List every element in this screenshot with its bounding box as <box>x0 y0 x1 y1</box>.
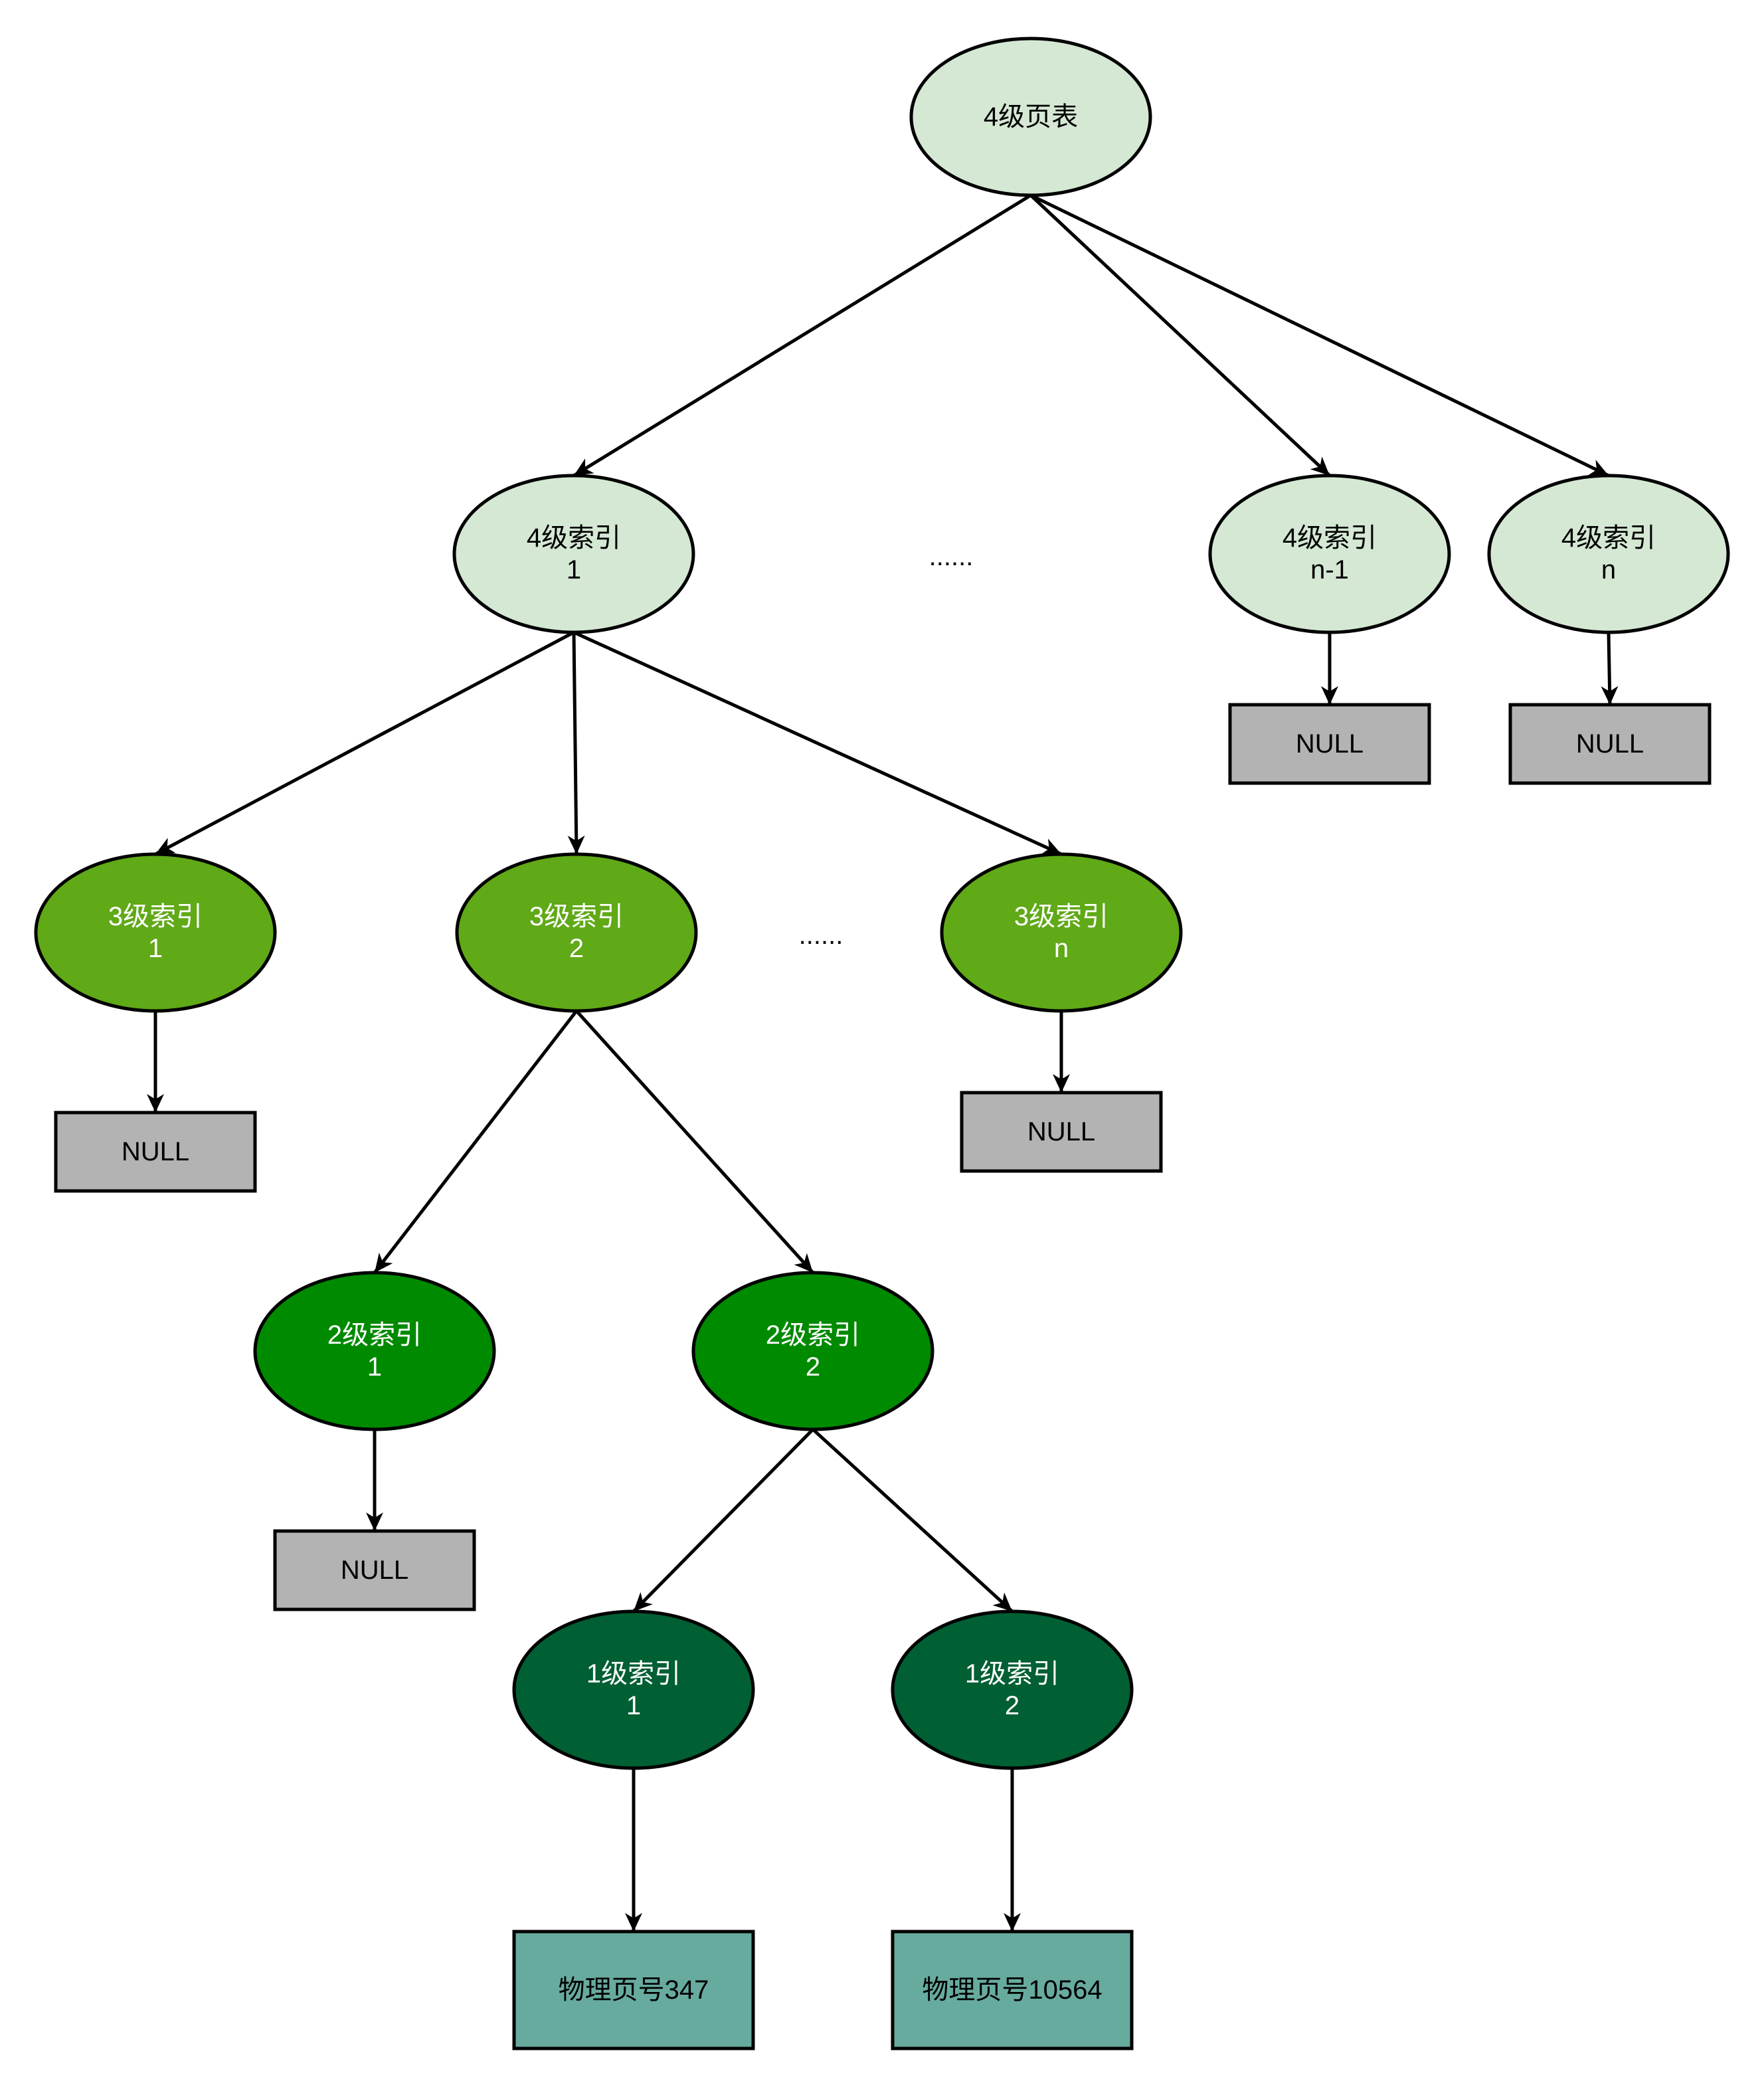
node-root: 4级页表 <box>909 37 1152 197</box>
node-l3-1: 3级索引 1 <box>34 852 277 1013</box>
level4-ellipsis: ...... <box>929 542 974 571</box>
edge-l4-1-to-l3-n-arrow <box>573 630 1063 856</box>
node-phys-10564-box <box>891 1930 1134 2050</box>
node-l3-2: 3级索引 2 <box>455 852 698 1013</box>
node-null-l2-1-box <box>273 1529 476 1611</box>
node-null-l4-n1-label: NULL <box>1296 729 1364 759</box>
node-l3-1-label-line-2: 1 <box>148 934 163 963</box>
node-null-l4-n1: NULL <box>1228 703 1431 785</box>
node-null-l3-n-label: NULL <box>1027 1117 1095 1146</box>
node-null-l4-n1-box <box>1228 703 1431 785</box>
node-l4-n1-label-line-1: 4级索引 <box>1282 523 1377 553</box>
node-phys-347-label: 物理页号347 <box>559 1975 709 2005</box>
nodes-layer: 4级页表4级索引14级索引n-14级索引n3级索引13级索引23级索引n2级索引… <box>34 37 1730 2050</box>
node-phys-10564-label: 物理页号10564 <box>922 1975 1102 2005</box>
node-l2-2-label-line-2: 2 <box>806 1352 820 1382</box>
node-null-l4-n: NULL <box>1508 703 1712 785</box>
node-null-l4-n-box <box>1508 703 1712 785</box>
edge-l3-2-to-l2-1-arrow <box>373 1010 578 1274</box>
node-null-l4-n-label: NULL <box>1576 729 1644 759</box>
edges-layer <box>147 193 1619 1932</box>
node-l3-1-ellipse <box>34 852 277 1013</box>
node-l2-2-ellipse <box>691 1271 934 1431</box>
node-l2-2-label-line-1: 2级索引 <box>766 1320 860 1350</box>
node-l1-1-label-line-2: 1 <box>626 1691 641 1720</box>
node-l2-1-label-line-2: 1 <box>367 1352 382 1382</box>
edge-l2-2-to-l1-2-arrow <box>812 1428 1014 1613</box>
node-l3-n-label-line-1: 3级索引 <box>1014 902 1108 931</box>
node-l4-n-label-line-1: 4级索引 <box>1561 523 1656 553</box>
node-l3-2-label-line-1: 3级索引 <box>529 902 624 931</box>
edge-l4-1-to-l3-1-arrow <box>154 630 575 856</box>
edge-l4-1-to-l3-2-arrow <box>567 632 585 855</box>
node-l3-1-label-line-1: 3级索引 <box>108 902 203 931</box>
node-null-l3-1-box <box>54 1111 257 1193</box>
level3-ellipsis: ...... <box>799 921 843 950</box>
node-l2-1-ellipse <box>253 1271 496 1431</box>
node-null-l3-n: NULL <box>960 1091 1163 1173</box>
node-l4-n-ellipse <box>1487 474 1730 634</box>
node-l3-n: 3级索引 n <box>940 852 1183 1013</box>
node-l1-1-label-line-1: 1级索引 <box>586 1659 681 1688</box>
node-l1-1: 1级索引 1 <box>512 1609 755 1770</box>
node-l1-2-ellipse <box>891 1609 1134 1770</box>
node-l3-2-label-line-2: 2 <box>569 934 584 963</box>
node-null-l3-1: NULL <box>54 1111 257 1193</box>
node-l3-n-ellipse <box>940 852 1183 1013</box>
node-l1-2-label-line-2: 2 <box>1005 1691 1019 1720</box>
edge-l4-n-to-null-l4-n-arrow <box>1601 632 1619 705</box>
node-null-l2-1: NULL <box>273 1529 476 1611</box>
node-l4-n-label-line-2: n <box>1601 555 1616 585</box>
node-l3-2-ellipse <box>455 852 698 1013</box>
node-root-label: 4级页表 <box>984 102 1078 132</box>
node-l1-1-ellipse <box>512 1609 755 1770</box>
node-l4-1-ellipse <box>452 474 695 634</box>
node-null-l2-1-label: NULL <box>341 1556 408 1585</box>
node-null-l3-n-box <box>960 1091 1163 1173</box>
node-l1-2: 1级索引 2 <box>891 1609 1134 1770</box>
edge-root-to-l4-n1-arrow <box>1029 194 1331 477</box>
node-l4-n1-label-line-2: n-1 <box>1310 555 1349 585</box>
node-phys-10564: 物理页号10564 <box>891 1930 1134 2050</box>
node-l4-1-label-line-1: 4级索引 <box>527 523 621 553</box>
edge-root-to-l4-1-arrow <box>573 193 1032 478</box>
node-phys-347-box <box>512 1930 755 2050</box>
node-phys-347: 物理页号347 <box>512 1930 755 2050</box>
node-root-ellipse <box>909 37 1152 197</box>
node-l2-1-label-line-1: 2级索引 <box>327 1320 422 1350</box>
node-l4-1-label-line-2: 1 <box>567 555 581 585</box>
edge-l2-2-to-l1-1-arrow <box>632 1428 814 1613</box>
edge-l3-2-to-l2-2-arrow <box>575 1010 814 1274</box>
node-l4-n1-ellipse <box>1208 474 1451 634</box>
node-null-l3-1-label: NULL <box>122 1137 189 1166</box>
node-l3-n-label-line-2: n <box>1054 934 1069 963</box>
node-l1-2-label-line-1: 1级索引 <box>965 1659 1059 1688</box>
edge-root-to-l4-n-arrow <box>1029 193 1610 478</box>
